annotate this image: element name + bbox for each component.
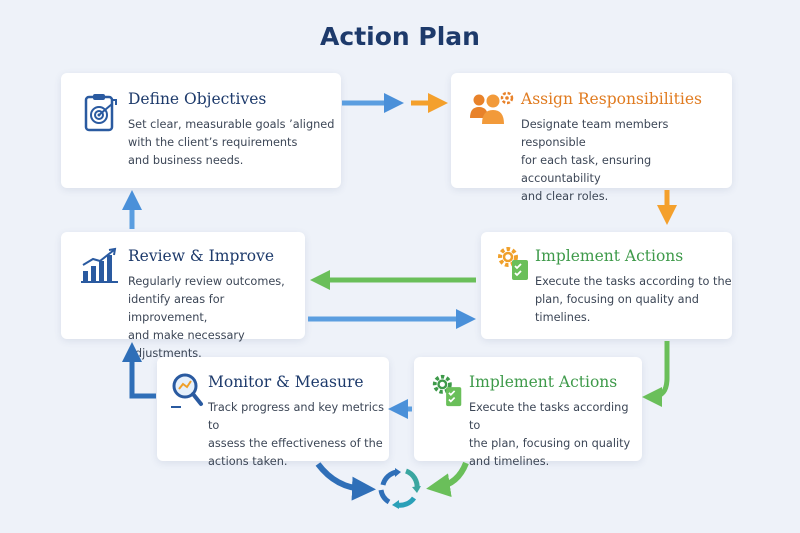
cycle-icon xyxy=(378,468,421,509)
step-title: Define Objectives xyxy=(128,90,267,108)
step-monitor-measure: Monitor & Measure Track progress and key… xyxy=(157,357,389,468)
step-description: Track progress and key metrics to assess… xyxy=(208,401,384,468)
step-define-objectives: Define Objectives Set clear, measurable … xyxy=(61,73,341,188)
arrow-monitor-to-review xyxy=(122,342,156,399)
step-implement-actions: Implement Actions Execute the tasks acco… xyxy=(481,232,732,339)
team-icon xyxy=(470,91,514,124)
target-clipboard-icon xyxy=(84,94,117,132)
gear-checklist-icon xyxy=(498,247,528,280)
step-title: Implement Actions xyxy=(469,373,618,391)
step-review-improve: Review & Improve Regularly review outcom… xyxy=(61,232,305,360)
step-description: Execute the tasks according to the plan,… xyxy=(535,275,732,324)
step-assign-responsibilities: Assign Responsibilities Designate team m… xyxy=(451,73,732,203)
magnifier-icon xyxy=(171,373,203,408)
step-title: Assign Responsibilities xyxy=(521,90,702,108)
arrow-implement2-to-cycle xyxy=(426,461,469,498)
arrow-implement-to-implement2 xyxy=(642,341,670,407)
step-implement-actions-2: Implement Actions Execute the tasks acco… xyxy=(414,357,642,468)
growth-chart-icon xyxy=(81,247,118,283)
step-title: Monitor & Measure xyxy=(208,373,364,391)
step-description: Set clear, measurable goals ’aligned wit… xyxy=(128,118,335,167)
step-description: Designate team members responsible for e… xyxy=(521,118,669,203)
step-title: Review & Improve xyxy=(128,247,275,265)
step-description: Regularly review outcomes, identify area… xyxy=(128,275,285,360)
diagram-title: Action Plan xyxy=(320,22,480,51)
step-title: Implement Actions xyxy=(535,247,684,265)
arrow-monitor-to-cycle xyxy=(315,462,376,501)
step-description: Execute the tasks according to the plan,… xyxy=(469,401,631,468)
gear-checklist-icon xyxy=(432,374,462,407)
